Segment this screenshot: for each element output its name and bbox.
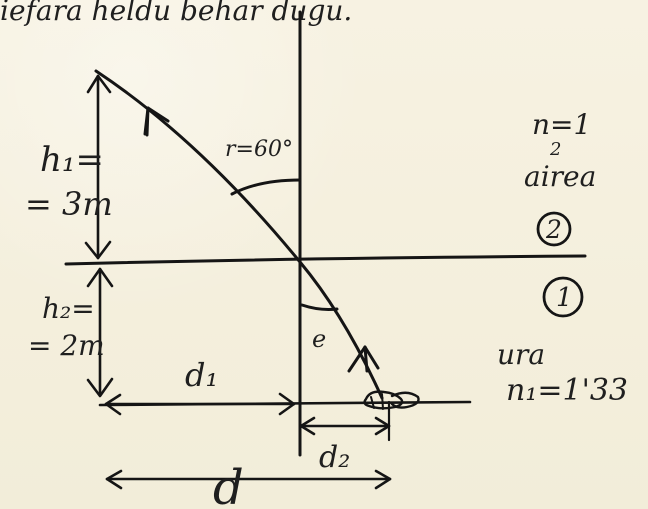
medium-2-number: 2: [545, 215, 562, 244]
medium-1-name: ura: [497, 338, 545, 371]
header-text: iefara heldu behar dugu.: [0, 0, 352, 27]
interface-line: [64, 254, 587, 266]
incident-ray: [94, 69, 302, 264]
h1-top-arrow: [86, 74, 112, 94]
d-left-arrow: [105, 469, 123, 490]
d2-left-arrow: [299, 416, 316, 436]
medium-2-subscript: 2: [549, 139, 561, 160]
h2-label-line1: h₂=: [42, 292, 95, 325]
medium-2-circle: [536, 211, 572, 247]
h2-top-arrow: [86, 267, 114, 288]
angle-e-label: e: [312, 325, 326, 353]
medium-1-index-label: n₁=1'33: [506, 373, 628, 408]
h1-label-line2: = 3m: [25, 185, 113, 223]
incident-ray-arrow-stem: [145, 106, 150, 137]
h1-bottom-arrow: [84, 240, 112, 260]
refracted-ray-arrow-stem: [363, 345, 369, 373]
h1-label-line1: h₁=: [40, 140, 104, 180]
angle-r-arc: [230, 178, 302, 196]
d-right-arrow: [374, 469, 392, 490]
d2-label: d₂: [319, 440, 350, 475]
refracted-ray: [298, 260, 384, 400]
h2-label-line2: = 2m: [28, 329, 105, 362]
object-shape-right: [390, 391, 420, 409]
object-shape: [363, 390, 404, 410]
object-legs: [370, 393, 384, 410]
medium-2-index-label: n=1: [532, 108, 591, 141]
h2-bottom-arrow: [86, 377, 114, 398]
angle-e-arc: [300, 303, 339, 311]
medium-1-circle: [542, 276, 584, 318]
d1-label: d₁: [185, 356, 218, 394]
d1-right-arrow: [278, 392, 296, 416]
d-label: d: [213, 460, 244, 509]
medium-2-name: airea: [524, 160, 596, 193]
medium-1-number: 1: [556, 283, 573, 313]
angle-r-label: r=60°: [225, 137, 293, 162]
d1-left-arrow: [104, 393, 122, 416]
